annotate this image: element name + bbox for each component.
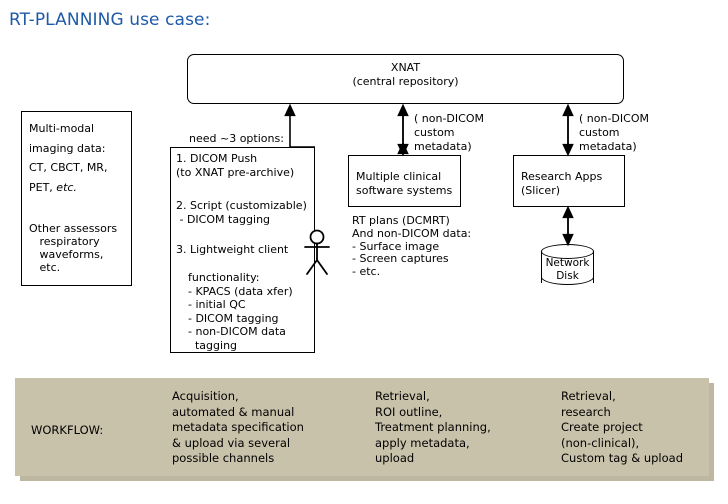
imaging-data-modalities-text: Multi-modal imaging data: CT, CBCT, MR, … bbox=[29, 119, 107, 197]
workflow-column-retrieval-clinical: Retrieval, ROI outline, Treatment planni… bbox=[375, 389, 491, 466]
workflow-band bbox=[15, 378, 709, 476]
arrow-options-to-xnat bbox=[284, 103, 315, 148]
workflow-column-retrieval-research: Retrieval, research Create project (non-… bbox=[561, 389, 684, 466]
right-metadata-annotation: ( non-DICOM custom metadata) bbox=[579, 112, 649, 153]
workflow-label: WORKFLOW: bbox=[31, 423, 104, 437]
clinical-software-systems-box[interactable] bbox=[348, 155, 461, 207]
research-apps-label: Research Apps (Slicer) bbox=[521, 170, 603, 197]
middle-metadata-annotation: ( non-DICOM custom metadata) bbox=[414, 112, 484, 153]
imaging-data-source-box[interactable] bbox=[21, 111, 132, 286]
need-options-label: need ~3 options: bbox=[189, 132, 284, 145]
xnat-box-label: XNAT (central repository) bbox=[352, 61, 459, 88]
network-disk-label: Network Disk bbox=[545, 257, 590, 282]
network-disk-cylinder[interactable]: Network Disk bbox=[541, 244, 594, 289]
clinical-software-systems-label: Multiple clinical software systems bbox=[356, 170, 453, 197]
rt-plans-annotation: RT plans (DCMRT) And non-DICOM data: - S… bbox=[352, 214, 472, 279]
option-item-dicom-push: 1. DICOM Push (to XNAT pre-archive) bbox=[176, 152, 295, 179]
option-item-script: 2. Script (customizable) - DICOM tagging bbox=[176, 199, 307, 226]
imaging-modalities-main: Multi-modal imaging data: CT, CBCT, MR, … bbox=[29, 122, 108, 194]
upload-options-box[interactable] bbox=[170, 147, 315, 353]
imaging-etc-emphasis: etc. bbox=[56, 180, 77, 194]
option-item-lightweight-client-functionality: functionality: - KPACS (data xfer) - ini… bbox=[188, 271, 293, 352]
option-item-lightweight-client: 3. Lightweight client bbox=[176, 243, 289, 256]
page-title: RT-PLANNING use case: bbox=[9, 10, 211, 30]
xnat-central-repository-box[interactable] bbox=[187, 54, 624, 104]
workflow-column-acquisition: Acquisition, automated & manual metadata… bbox=[172, 389, 304, 466]
other-assessors-text: Other assessors respiratory waveforms, e… bbox=[29, 222, 118, 274]
